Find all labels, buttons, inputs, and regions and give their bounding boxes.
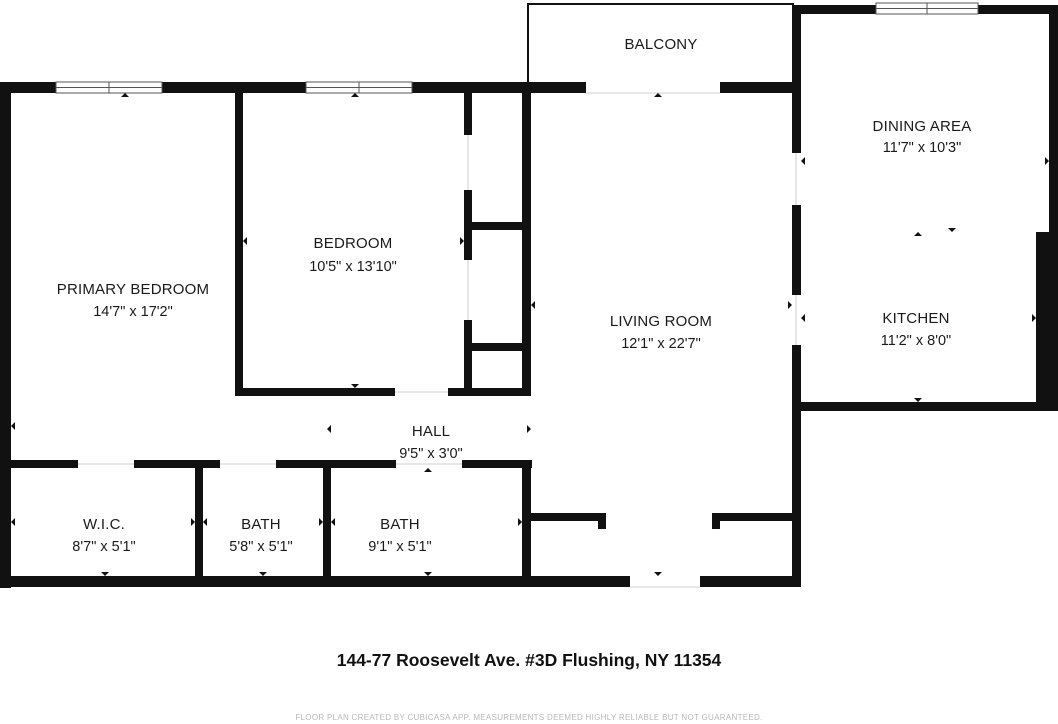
room-name-primary-bedroom: PRIMARY BEDROOM (57, 281, 209, 298)
wall-bottom-right (700, 576, 800, 587)
wall-top-left (0, 82, 586, 93)
room-dims-bath-large: 9'1" x 5'1" (368, 539, 431, 555)
wall-closet-shelf-2 (464, 343, 530, 351)
room-name-bedroom: BEDROOM (314, 235, 393, 252)
wall-nook-right-side (712, 513, 720, 529)
room-dims-wic: 8'7" x 5'1" (72, 539, 135, 555)
room-name-hall: HALL (412, 423, 450, 440)
wall-bedroom-bottom-b (448, 388, 526, 396)
wall-closet-right (522, 82, 531, 396)
marker (518, 518, 522, 526)
door-openings (78, 92, 797, 588)
marker (351, 93, 359, 97)
wall-hall-bottom-d (462, 460, 532, 468)
wall-bedroom-right-a (464, 93, 472, 135)
marker (1045, 157, 1049, 165)
wall-nook-left-top (522, 513, 606, 521)
wall-closet-shelf-1 (464, 222, 530, 230)
marker (331, 518, 335, 526)
marker (801, 314, 805, 322)
marker (801, 157, 805, 165)
marker (203, 518, 207, 526)
wall-wic-bath (195, 460, 203, 582)
marker (654, 93, 662, 97)
wall-hall-bottom-b (134, 460, 220, 468)
wall-dining-right-step (1036, 232, 1049, 410)
wall-dining-top-b (978, 5, 1058, 14)
marker (460, 237, 464, 245)
wall-bath-bath (323, 460, 331, 582)
balcony-outline (527, 3, 794, 82)
marker (654, 572, 662, 576)
wall-bedroom-left (235, 93, 243, 396)
room-dims-bath-small: 5'8" x 5'1" (229, 539, 292, 555)
marker (527, 425, 531, 433)
marker (11, 422, 15, 430)
wall-bedroom-right-c (464, 320, 472, 396)
marker (531, 301, 535, 309)
wall-living-right-lower (792, 405, 801, 587)
wall-top-right (720, 82, 800, 93)
window-primary-bedroom (55, 81, 163, 94)
room-dims-primary-bedroom: 14'7" x 17'2" (93, 304, 173, 320)
marker (121, 93, 129, 97)
wall-bottom-left (0, 576, 630, 587)
room-dims-dining-area: 11'7" x 10'3" (883, 140, 961, 156)
marker (327, 425, 331, 433)
marker (191, 518, 195, 526)
wall-dining-top-a (792, 5, 876, 14)
marker (319, 518, 323, 526)
property-address: 144-77 Roosevelt Ave. #3D Flushing, NY 1… (336, 650, 722, 670)
marker (243, 237, 247, 245)
room-dims-living-room: 12'1" x 22'7" (621, 336, 701, 352)
marker (424, 572, 432, 576)
room-dims-bedroom: 10'5" x 13'10" (309, 259, 397, 275)
room-name-dining-area: DINING AREA (873, 118, 972, 135)
room-name-kitchen: KITCHEN (882, 310, 949, 327)
room-labels: BALCONY DINING AREA 11'7" x 10'3" BEDROO… (57, 36, 972, 555)
dimension-markers (11, 93, 1049, 576)
marker (788, 301, 792, 309)
wall-hall-bottom-c (276, 460, 396, 468)
windows (55, 2, 979, 94)
room-name-balcony: BALCONY (624, 36, 697, 53)
wall-living-right-b (792, 205, 801, 295)
window-bedroom (305, 81, 413, 94)
window-dining (875, 2, 979, 15)
room-name-living-room: LIVING ROOM (610, 313, 712, 330)
marker (1032, 314, 1036, 322)
wall-left (0, 82, 11, 588)
wall-living-right-a (792, 5, 801, 153)
room-name-wic: W.I.C. (83, 516, 125, 533)
wall-hall-bottom-a (0, 460, 78, 468)
room-name-bath-small: BATH (241, 516, 281, 533)
floor-plan-disclaimer: FLOOR PLAN CREATED BY CUBICASA APP. MEAS… (295, 713, 763, 722)
room-name-bath-large: BATH (380, 516, 420, 533)
walls (0, 5, 1058, 588)
wall-bedroom-bottom (235, 388, 395, 396)
marker (11, 518, 15, 526)
wall-nook-right-top (712, 513, 800, 521)
marker (914, 232, 922, 236)
wall-kitchen-bottom (792, 402, 1058, 411)
marker (101, 572, 109, 576)
marker (424, 468, 432, 472)
wall-dining-right (1049, 5, 1058, 410)
wall-nook-left-side (598, 513, 606, 529)
marker (948, 228, 956, 232)
marker (259, 572, 267, 576)
marker (914, 398, 922, 402)
wall-living-right-c (792, 345, 801, 405)
room-dims-hall: 9'5" x 3'0" (399, 446, 462, 462)
room-dims-kitchen: 11'2" x 8'0" (881, 333, 951, 349)
marker (351, 384, 359, 388)
